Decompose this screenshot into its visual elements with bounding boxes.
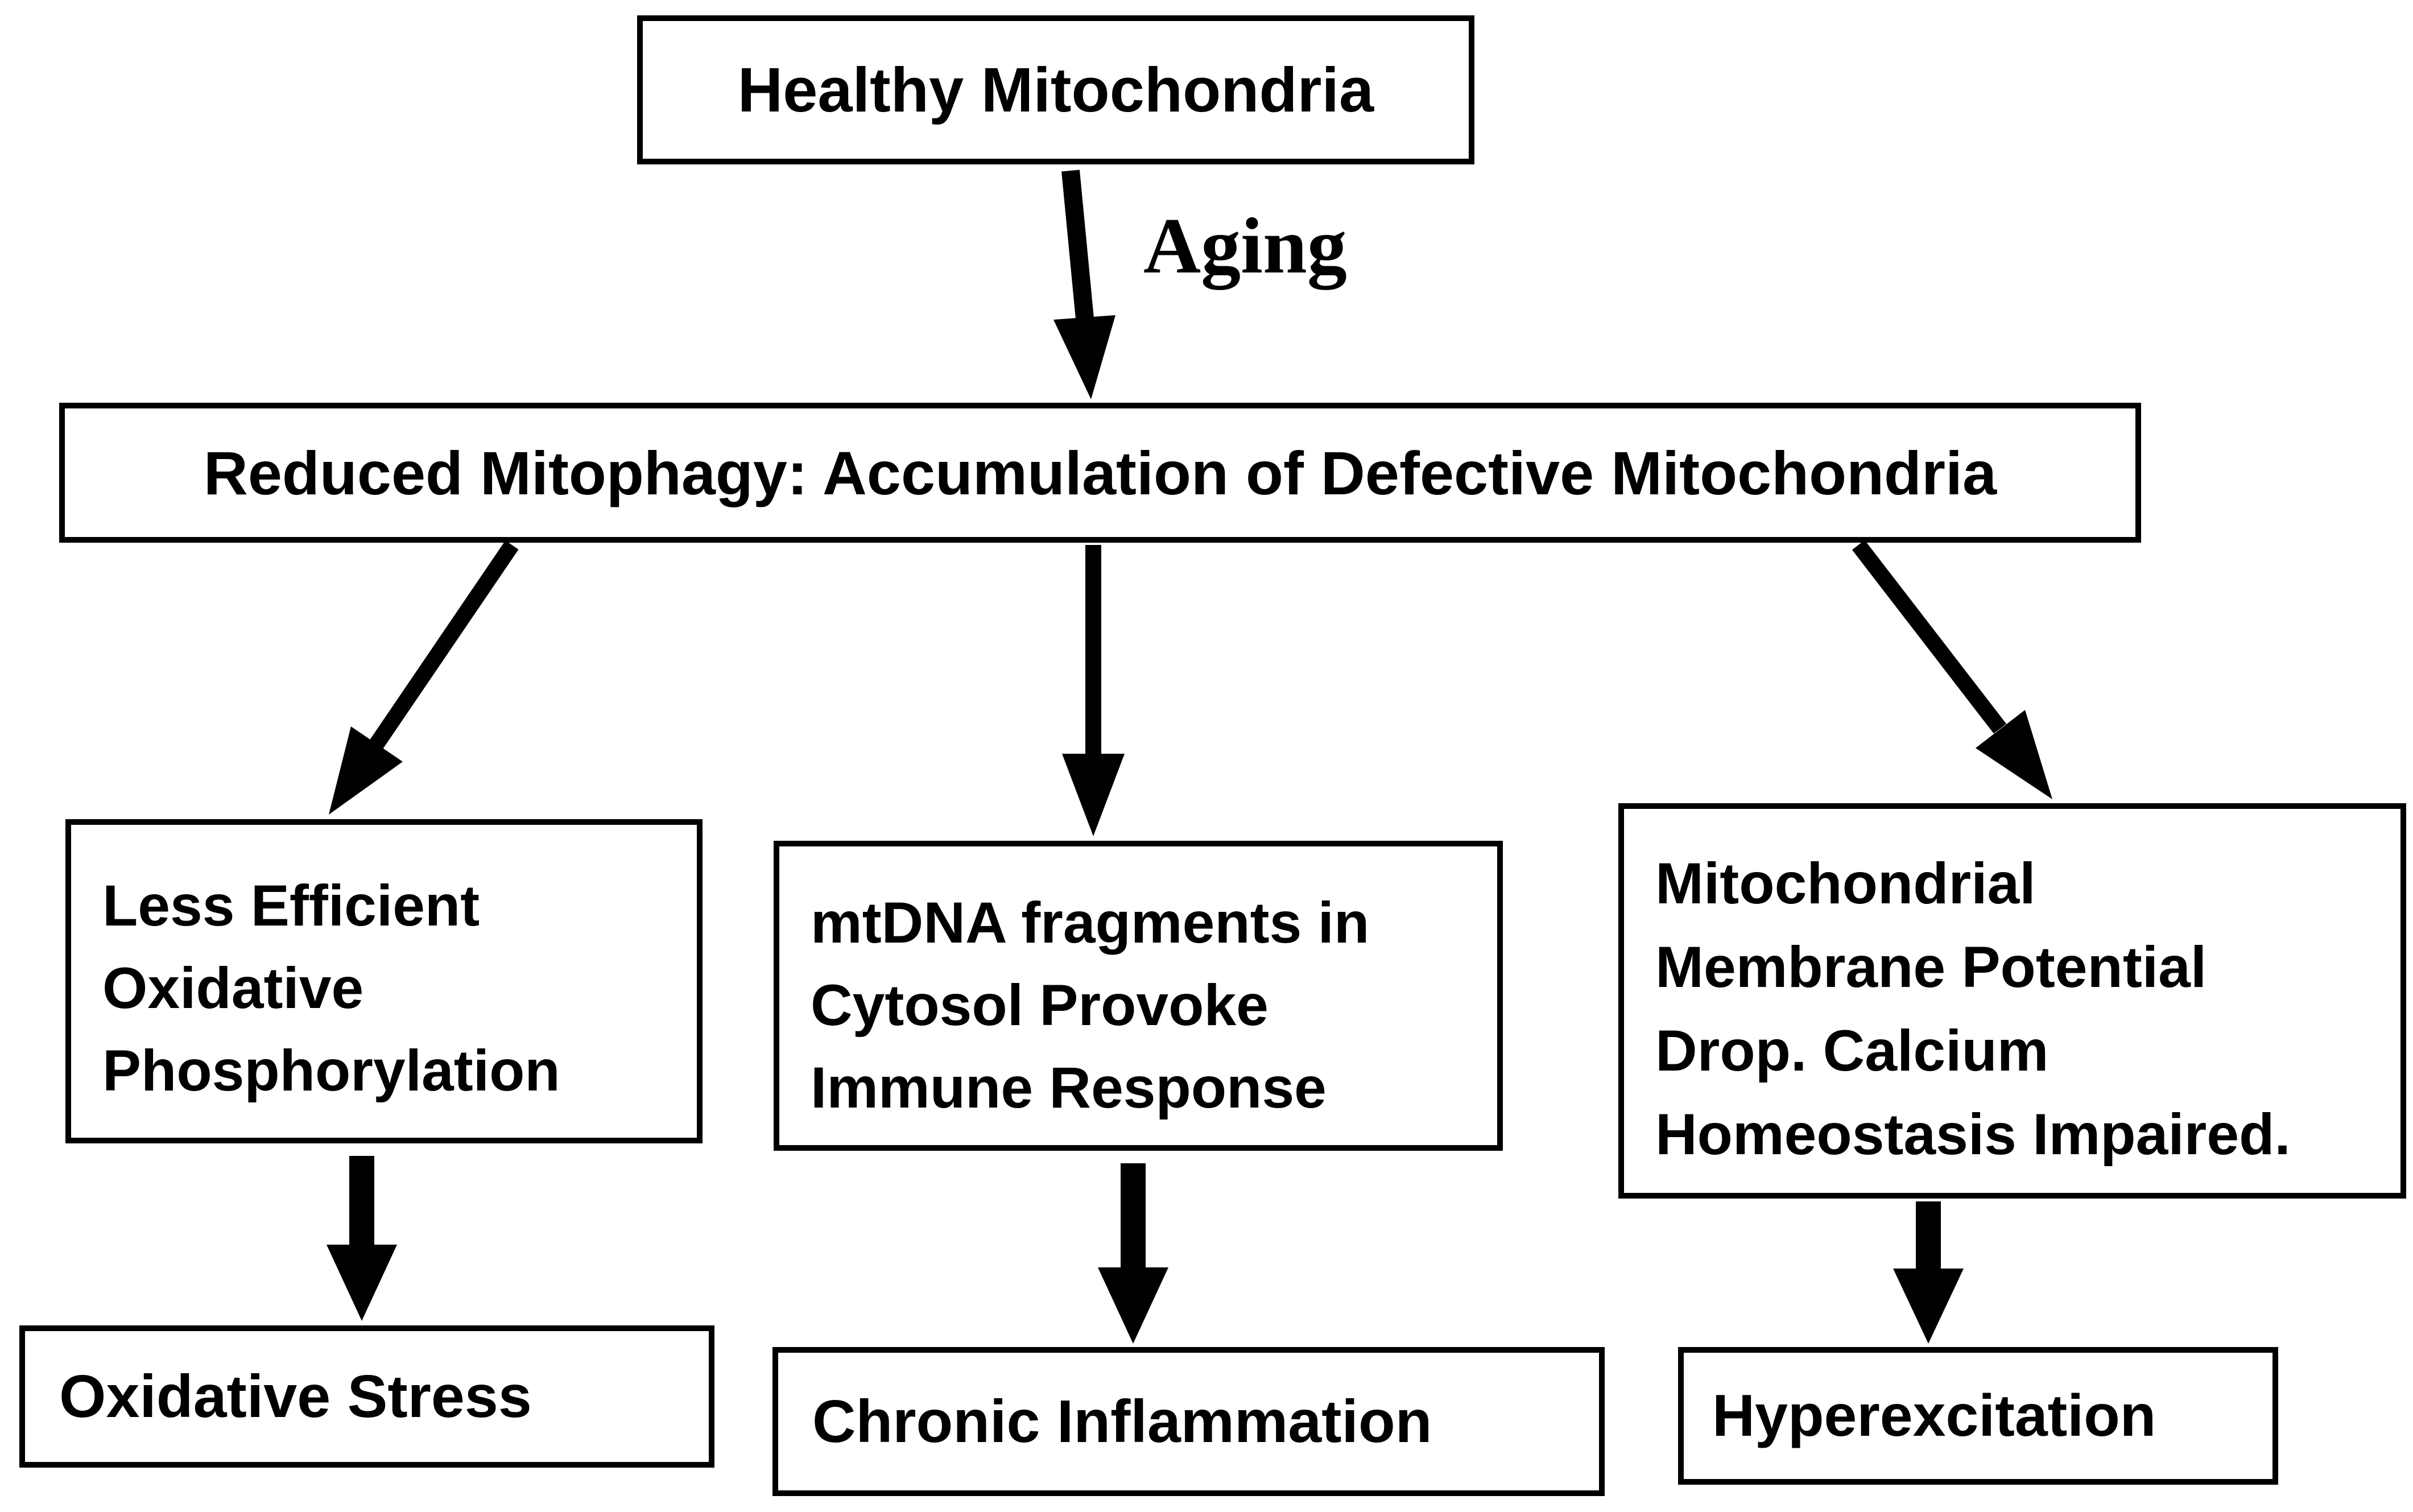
node-healthy-mitochondria-label: Healthy Mitochondria — [737, 55, 1374, 125]
edge-label-aging: Aging — [1143, 202, 1347, 290]
node-mtdna-fragments: mtDNA fragments in Cytosol Provoke Immun… — [774, 841, 1503, 1151]
node-membrane-potential: Mitochondrial Membrane Potential Drop. C… — [1618, 803, 2406, 1199]
node-reduced-mitophagy-label: Reduced Mitophagy: Accumulation of Defec… — [203, 438, 1997, 507]
node-mtdna-fragments-label: mtDNA fragments in Cytosol Provoke Immun… — [811, 890, 1370, 1120]
arrow-membrane-to-hyper — [1893, 1201, 1964, 1344]
node-healthy-mitochondria: Healthy Mitochondria — [637, 15, 1474, 164]
node-oxidative-stress: Oxidative Stress — [19, 1325, 714, 1468]
node-chronic-inflammation: Chronic Inflammation — [772, 1347, 1605, 1496]
arrow-less-to-oxidative — [327, 1156, 397, 1321]
node-membrane-potential-label: Mitochondrial Membrane Potential Drop. C… — [1655, 851, 2291, 1167]
node-reduced-mitophagy: Reduced Mitophagy: Accumulation of Defec… — [59, 403, 2141, 543]
arrow-reduced-to-membrane — [1852, 540, 2052, 799]
arrow-reduced-to-less — [329, 540, 519, 815]
arrow-healthy-to-reduced — [1053, 170, 1115, 399]
node-less-efficient-oxphos: Less Efficient Oxidative Phosphorylation — [65, 819, 703, 1143]
node-oxidative-stress-label: Oxidative Stress — [59, 1362, 532, 1430]
node-less-efficient-oxphos-label: Less Efficient Oxidative Phosphorylation — [102, 873, 560, 1103]
arrow-reduced-to-mtdna — [1062, 545, 1125, 836]
node-chronic-inflammation-label: Chronic Inflammation — [812, 1387, 1432, 1455]
arrow-mtdna-to-chronic — [1098, 1163, 1168, 1344]
node-hyperexcitation-label: Hyperexcitation — [1712, 1382, 2156, 1449]
node-hyperexcitation: Hyperexcitation — [1678, 1347, 2278, 1485]
